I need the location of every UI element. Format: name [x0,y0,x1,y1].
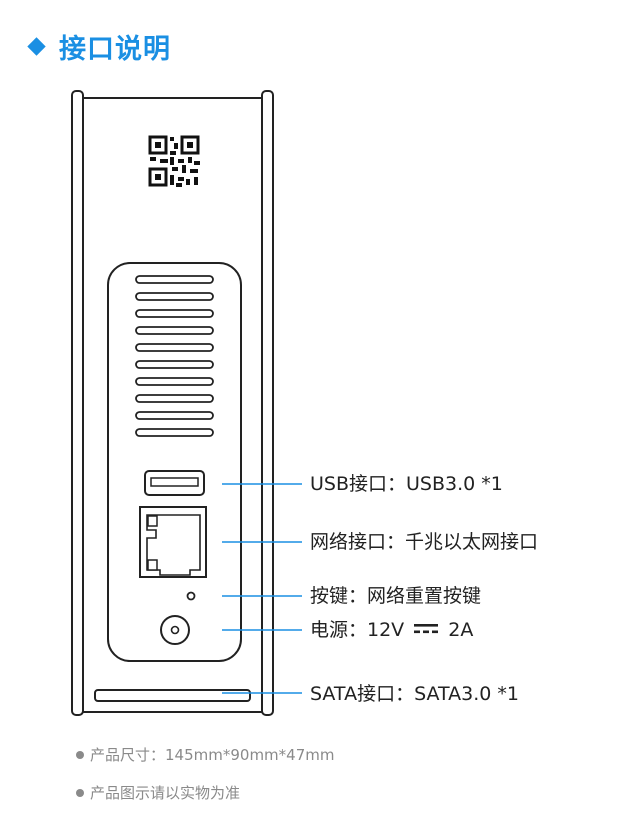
ethernet-port-icon [139,506,207,578]
note-dimensions: 产品尺寸：145mm*90mm*47mm [76,744,334,765]
callout-sata: SATA接口：SATA3.0 *1 [310,683,519,705]
vent-slots [135,275,214,437]
note-disclaimer-text: 产品图示请以实物为准 [90,784,241,802]
qr-code-icon [148,135,202,189]
bullet-icon [76,788,84,797]
callout-usb: USB接口：USB3.0 *1 [310,473,503,495]
reset-button-icon [186,591,196,601]
sata-slot-icon [94,689,251,702]
note-disclaimer: 产品图示请以实物为准 [76,782,240,803]
usb-port-icon [144,470,205,496]
left-rail [71,90,84,716]
callout-power: 电源：12V 2A [310,618,473,642]
dc-symbol-icon [414,624,439,634]
leader-lines [222,483,302,694]
bullet-icon [76,750,84,759]
right-rail [261,90,274,716]
io-panel [107,262,242,662]
power-label: 电源：12V [310,619,405,641]
page-title: 接口说明 [59,33,171,65]
callout-reset-button: 按键：网络重置按键 [310,585,482,607]
power-jack-icon [160,615,190,645]
note-dimensions-text: 产品尺寸：145mm*90mm*47mm [90,746,335,764]
section-header: 接口说明 [27,22,171,70]
power-current: 2A [448,619,474,641]
callout-ethernet: 网络接口：千兆以太网接口 [310,531,539,553]
